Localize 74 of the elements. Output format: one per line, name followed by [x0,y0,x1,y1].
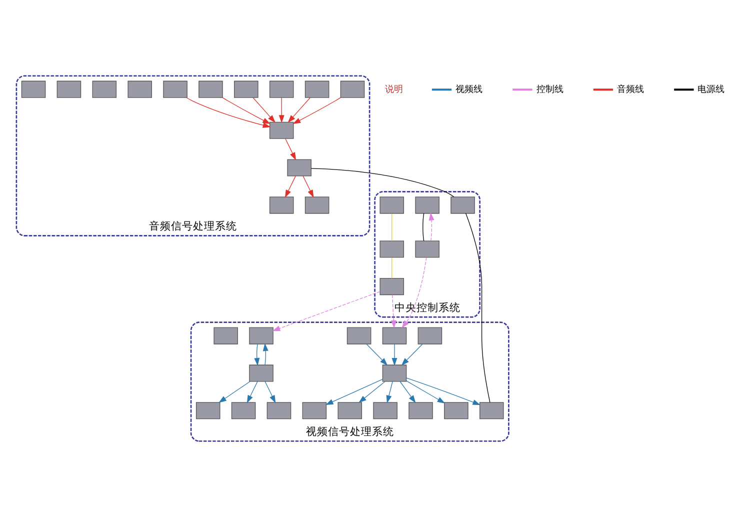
arrow [222,96,271,124]
label: 说明 [384,83,403,94]
cluster: 中央控制系统 [374,190,480,318]
arrow [278,96,284,123]
arrow [218,380,250,402]
arrow [386,380,393,403]
node-box [163,80,188,98]
cluster: 音频信号处理系统 [16,74,370,236]
arrow [392,343,398,366]
node-box [382,326,407,344]
node-box [415,240,440,258]
arrow [401,343,423,366]
node-box [56,80,82,98]
node-box [234,80,258,98]
node-box [304,196,330,214]
arrow [428,212,434,241]
node-box [380,196,404,214]
node-box [269,121,294,138]
node-box [382,364,407,382]
node-box [444,402,468,419]
arrow [292,96,342,124]
node-box [198,80,223,98]
node-box [304,80,330,98]
node-box [302,402,327,419]
node-box [269,80,294,98]
node-box [346,326,372,344]
node-box [214,326,238,344]
node-box [340,80,365,98]
node-box [266,402,292,419]
node-box [373,402,398,419]
connector [422,212,424,241]
arrow [186,96,271,128]
node-box [380,240,404,258]
node-box [249,326,274,344]
node-box [338,402,362,419]
arrow [406,380,446,404]
legend-label: 音频线 [616,84,644,95]
node-box [415,196,440,214]
arrow [366,343,388,366]
legend-label: 视频线 [456,84,483,95]
arrow [262,342,268,365]
connector [465,212,490,402]
node-box [480,402,504,419]
arrow [406,377,481,405]
arrow [285,138,296,160]
arrow [402,256,427,328]
node-box [231,402,256,419]
node-box [408,402,433,419]
arrow [272,290,380,331]
node-box [287,158,312,176]
arrow [264,380,276,403]
arrow [358,380,386,402]
arrow [246,380,258,403]
arrow [390,294,396,328]
node-box [269,196,294,214]
arrow [325,378,383,404]
node-box [21,80,46,98]
arrow [288,96,311,122]
arrow [284,175,296,198]
arrow [400,380,416,403]
node-box [128,80,152,98]
node-box [450,196,475,214]
legend-label: 控制线 [536,84,564,95]
arrow [302,175,314,198]
connector [310,168,454,197]
node-box [196,402,220,419]
node-box [249,364,274,382]
node-box [418,326,442,344]
node-box [92,80,117,98]
arrow [254,343,260,366]
node-box [380,278,404,295]
cluster: 视频信号处理系统 [190,321,510,442]
legend-label: 电源线 [698,84,725,95]
arrow [252,96,276,122]
